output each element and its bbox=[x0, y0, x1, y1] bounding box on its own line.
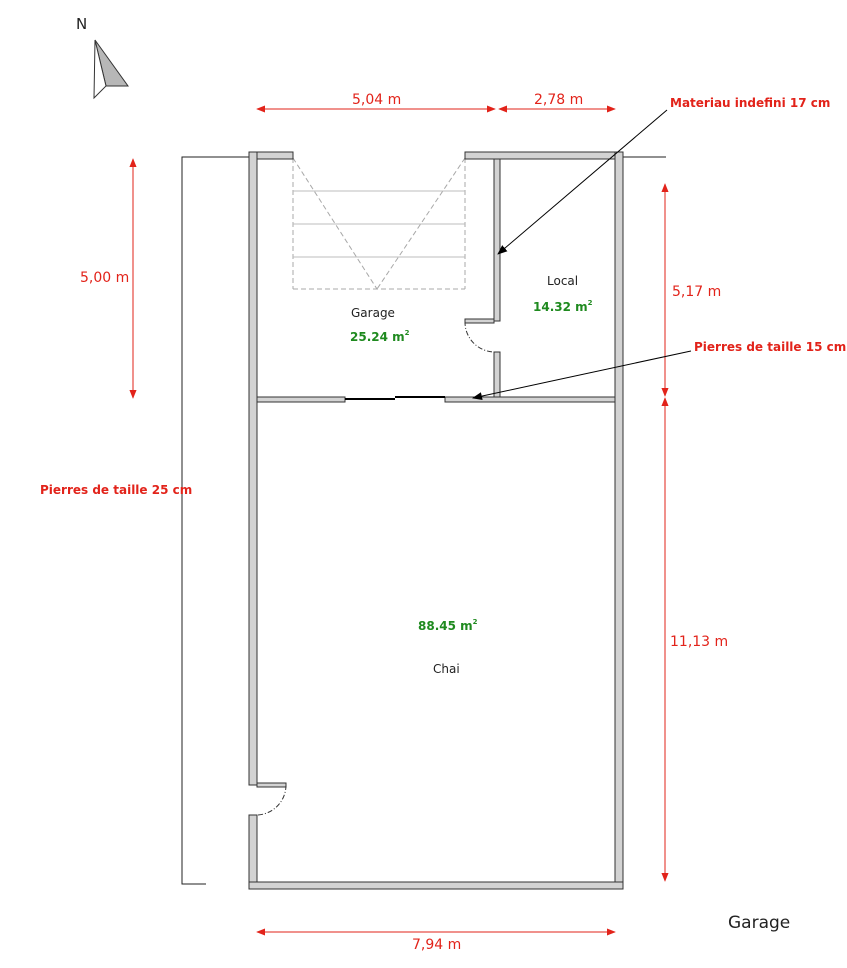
sliding-door bbox=[345, 396, 445, 400]
room-local-area: 14.32 m2 bbox=[533, 299, 593, 314]
north-compass-icon bbox=[93, 39, 129, 100]
dim-bottom: 7,94 m bbox=[412, 937, 461, 953]
room-garage-area: 25.24 m2 bbox=[350, 329, 410, 344]
plot-boundary bbox=[181, 156, 666, 885]
dim-right-upper: 5,17 m bbox=[672, 284, 721, 300]
area-superscript: 2 bbox=[473, 618, 478, 626]
dim-right-lower: 11,13 m bbox=[670, 634, 728, 650]
door-chai bbox=[256, 782, 287, 816]
dim-top-left: 5,04 m bbox=[352, 92, 401, 108]
walls bbox=[248, 151, 624, 890]
annotation-pierres-15: Pierres de taille 15 cm bbox=[694, 340, 846, 354]
room-chai-name: Chai bbox=[433, 662, 460, 676]
room-local-name: Local bbox=[547, 274, 578, 288]
room-garage-name: Garage bbox=[351, 306, 395, 320]
annotation-arrows bbox=[472, 109, 692, 401]
dim-left-upper: 5,00 m bbox=[80, 270, 129, 286]
plan-title: Garage bbox=[728, 913, 790, 933]
staircase-steps bbox=[293, 190, 465, 258]
door-local bbox=[464, 318, 495, 353]
annotation-materiau: Materiau indefini 17 cm bbox=[670, 96, 830, 110]
north-label: N bbox=[76, 15, 87, 33]
area-superscript: 2 bbox=[405, 329, 410, 337]
area-superscript: 2 bbox=[588, 299, 593, 307]
annotation-pierres-25: Pierres de taille 25 cm bbox=[40, 483, 192, 497]
dim-top-right: 2,78 m bbox=[534, 92, 583, 108]
dimension-lines bbox=[129, 105, 669, 936]
room-chai-area: 88.45 m2 bbox=[418, 618, 478, 633]
